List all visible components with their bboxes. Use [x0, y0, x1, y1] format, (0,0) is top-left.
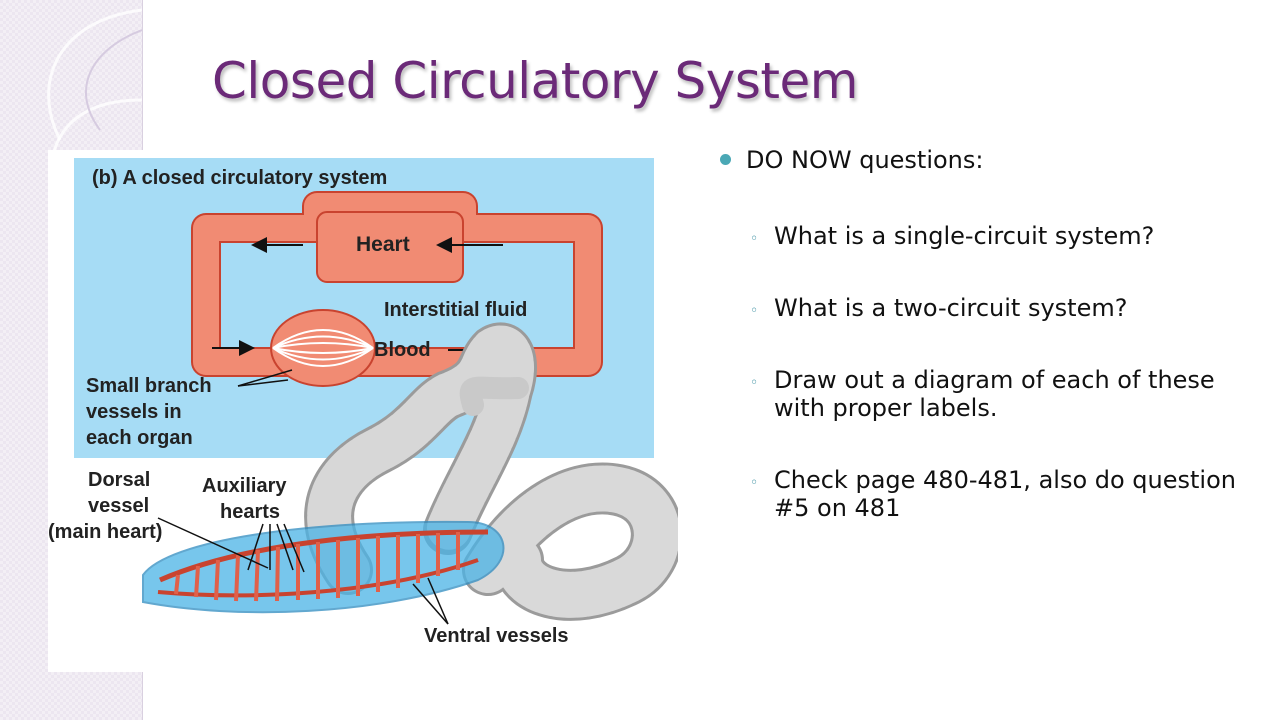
do-now-heading: DO NOW questions: — [718, 142, 1258, 178]
ring-bullet-icon: ◦ — [750, 303, 759, 319]
small-branch-line-2: vessels in — [86, 401, 182, 423]
question-item: ◦ What is a single-circuit system? — [718, 222, 1258, 250]
question-text: Draw out a diagram of each of these with… — [774, 366, 1215, 422]
interstitial-fluid-label: Interstitial fluid — [384, 299, 527, 321]
question-text: Check page 480-481, also do question #5 … — [774, 466, 1236, 522]
question-text: What is a single-circuit system? — [774, 222, 1155, 250]
heart-label: Heart — [356, 233, 410, 256]
slide-title: Closed Circulatory System — [212, 52, 859, 110]
auxiliary-hearts-line-2: hearts — [220, 501, 280, 523]
ring-bullet-icon: ◦ — [750, 475, 759, 491]
small-branch-line-1: Small branch — [86, 375, 212, 397]
small-branch-line-3: each organ — [86, 427, 193, 449]
do-now-heading-text: DO NOW questions: — [746, 146, 984, 174]
capillary-bed — [270, 309, 376, 387]
do-now-list: DO NOW questions: ◦ What is a single-cir… — [718, 142, 1258, 522]
blood-label: Blood — [374, 339, 431, 361]
small-branch-label: Small branch vessels in each organ — [86, 375, 212, 449]
question-item: ◦ Check page 480-481, also do question #… — [718, 466, 1258, 522]
figure-caption: (b) A closed circulatory system — [92, 167, 387, 189]
dorsal-vessel-line-1: Dorsal — [88, 469, 150, 491]
pointer-line — [237, 369, 293, 387]
ring-bullet-icon: ◦ — [750, 231, 759, 247]
ventral-vessels-label: Ventral vessels — [424, 625, 569, 647]
auxiliary-hearts-line-1: Auxiliary — [202, 475, 287, 497]
question-text: What is a two-circuit system? — [774, 294, 1128, 322]
dorsal-vessel-line-3: (main heart) — [48, 521, 162, 543]
bullet-dot-icon — [720, 154, 731, 165]
pointer-line — [237, 379, 289, 387]
earthworm-illustration — [142, 322, 678, 621]
ring-bullet-icon: ◦ — [750, 375, 759, 391]
dorsal-vessel-line-2: vessel — [88, 495, 149, 517]
question-item: ◦ Draw out a diagram of each of these wi… — [718, 366, 1258, 422]
worm-pointer-lines — [157, 517, 449, 625]
circulatory-figure: (b) A closed circulatory system Heart In… — [48, 150, 678, 672]
question-item: ◦ What is a two-circuit system? — [718, 294, 1258, 322]
